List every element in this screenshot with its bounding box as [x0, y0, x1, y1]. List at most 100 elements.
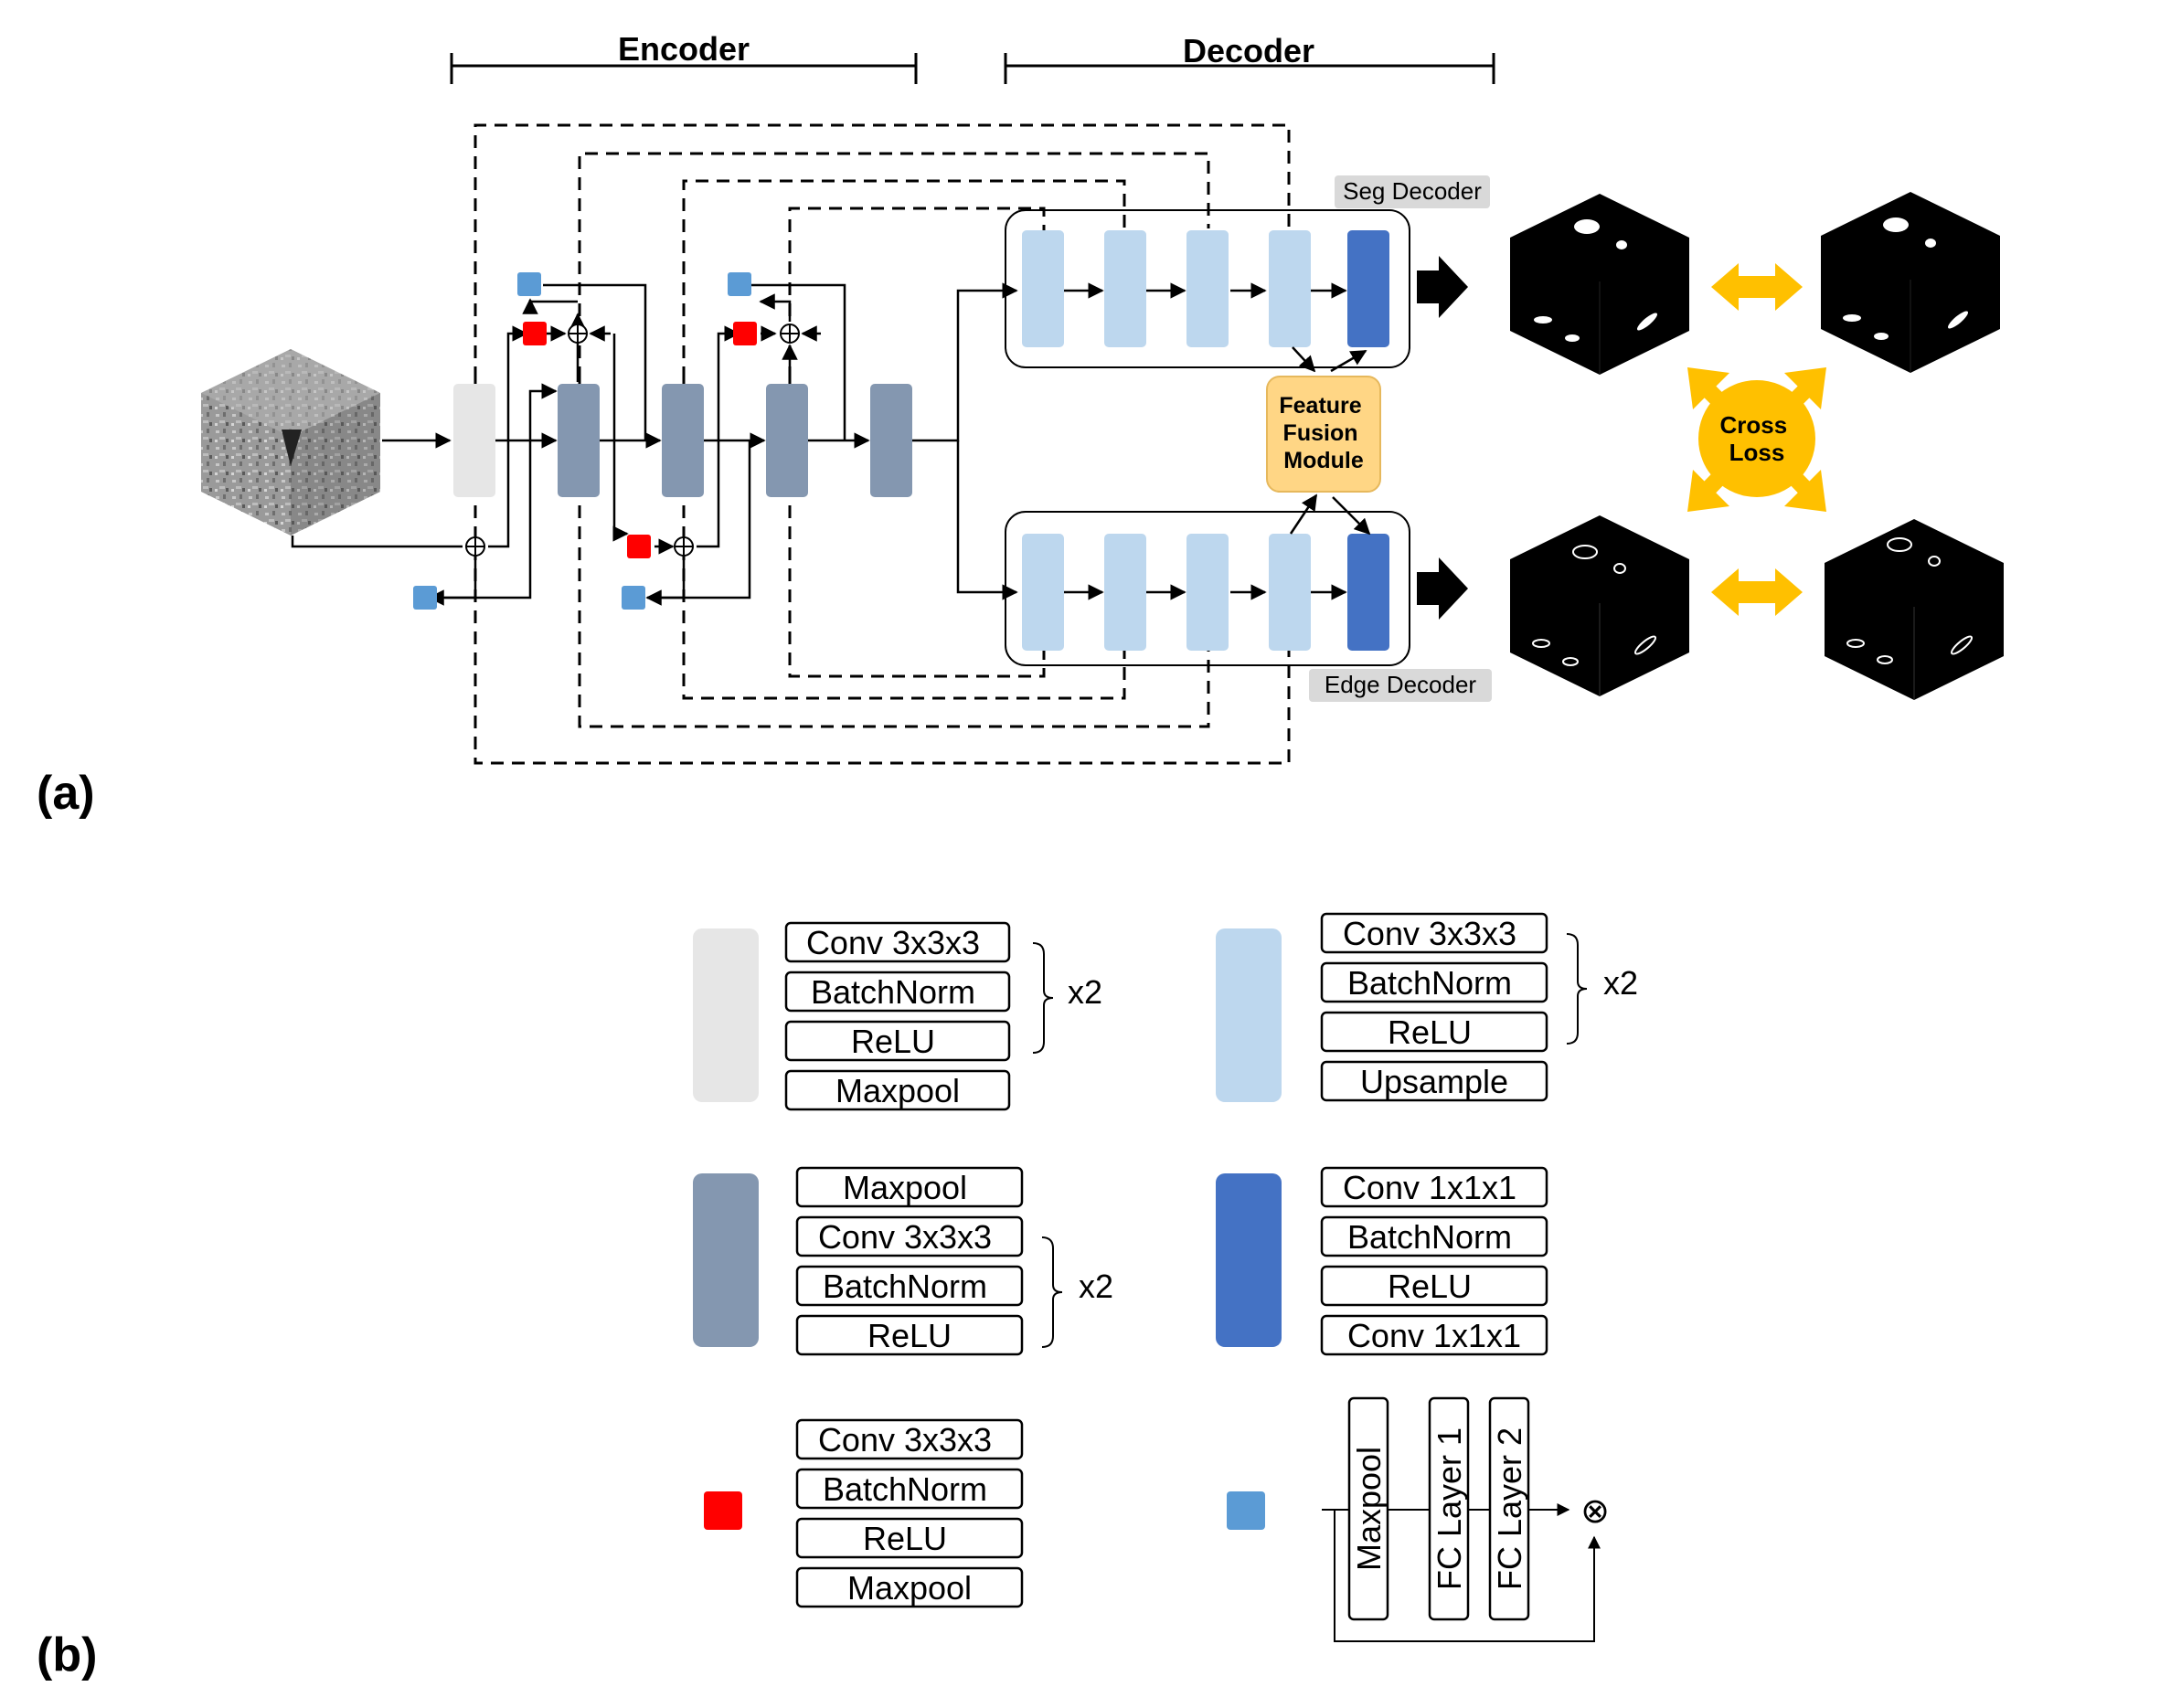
- edge-ground-truth-cube: [1825, 519, 2004, 700]
- seg-ground-truth-cube: [1821, 192, 2000, 373]
- legend-decoder-layers: Conv 3x3x3 BatchNorm ReLU Upsample x2: [1320, 912, 1638, 1102]
- red-conv-block-2: [627, 535, 651, 558]
- legend-decoder-layer-3: ReLU: [1388, 1013, 1472, 1051]
- multiply-icon: ⊗: [1580, 1492, 1610, 1531]
- legend-input-layer-1: Conv 3x3x3: [806, 924, 980, 961]
- cross-loss-line-1: Cross: [1720, 411, 1788, 439]
- sum-node-2: [568, 324, 588, 344]
- encoder-label: Encoder: [618, 30, 750, 68]
- attention-block-3: [622, 586, 645, 610]
- sum-node-1: [465, 536, 485, 557]
- seg-decoder: Seg Decoder: [1005, 175, 1490, 368]
- decoder-label: Decoder: [1183, 32, 1314, 69]
- legend-decoder-block: [1216, 928, 1282, 1102]
- edge-decoder-block-2: [1104, 534, 1146, 651]
- legend-encoder-repeat: x2: [1079, 1268, 1113, 1305]
- red-conv-block-1: [523, 322, 547, 345]
- legend-input-layer-4: Maxpool: [835, 1072, 960, 1109]
- legend-input-block: [693, 928, 759, 1102]
- legend-input-layer-3: ReLU: [851, 1023, 935, 1060]
- fusion-line-3: Module: [1283, 448, 1364, 473]
- svg-text:Maxpool Conv 3x3x3: Maxpool Conv 3x3x3 BatchNorm ReLU: [818, 1169, 1001, 1354]
- encoder-input-block: [453, 384, 495, 497]
- part-a-label: (a): [37, 767, 95, 820]
- legend-encoder-layers: Maxpool Conv 3x3x3 BatchNorm ReLU x2: [795, 1166, 1113, 1356]
- seg-decoder-block-1: [1022, 230, 1064, 347]
- legend-output-layer-4: Conv 1x1x1: [1347, 1317, 1521, 1354]
- edge-decoder-output-block: [1347, 534, 1389, 651]
- attention-block-1: [517, 272, 541, 296]
- legend-attention-layer-1: Maxpool: [1350, 1447, 1388, 1571]
- legend: Conv 3x3x3 BatchNorm ReLU Maxpool x2 Con…: [693, 912, 1638, 1642]
- seg-decoder-block-2: [1104, 230, 1146, 347]
- encoder-block-4: [870, 384, 912, 497]
- svg-text:Conv 3x3x3 BatchNorm: Conv 3x3x3 BatchNorm ReLU Maxpool: [818, 1421, 1001, 1607]
- encoder-block-1: [558, 384, 600, 497]
- legend-red-layer-4: Maxpool: [847, 1569, 972, 1607]
- edge-decoder: Edge Decoder: [1005, 511, 1492, 702]
- edge-decoder-block-1: [1022, 534, 1064, 651]
- seg-compare-arrow: [1711, 263, 1803, 311]
- legend-attention-layers: Maxpool FC Layer 1 FC Layer 2 ⊗: [1322, 1396, 1610, 1642]
- sum-node-4: [780, 324, 800, 344]
- sum-nodes: [465, 324, 800, 557]
- legend-output-layer-3: ReLU: [1388, 1268, 1472, 1305]
- legend-input-repeat: x2: [1068, 973, 1102, 1011]
- legend-red-layer-3: ReLU: [863, 1520, 947, 1557]
- legend-decoder-layer-4: Upsample: [1360, 1063, 1508, 1100]
- encoder-block-3: [766, 384, 808, 497]
- edge-decoder-block-3: [1186, 534, 1229, 651]
- legend-decoder-repeat: x2: [1603, 964, 1638, 1002]
- part-b-label: (b): [37, 1628, 97, 1681]
- seg-prediction-cube: [1510, 194, 1689, 375]
- legend-encoder-layer-3: BatchNorm: [823, 1268, 987, 1305]
- fusion-line-2: Fusion: [1283, 420, 1358, 446]
- legend-decoder-layer-1: Conv 3x3x3: [1343, 915, 1516, 952]
- sum-node-3: [674, 536, 694, 557]
- edge-prediction-cube: [1510, 515, 1689, 696]
- cross-loss-node: Cross Loss: [1687, 367, 1826, 512]
- legend-red-layer-1: Conv 3x3x3: [818, 1421, 992, 1459]
- cross-loss-line-2: Loss: [1729, 439, 1785, 466]
- edge-decoder-block-4: [1269, 534, 1311, 651]
- seg-decoder-block-4: [1269, 230, 1311, 347]
- legend-output-block: [1216, 1173, 1282, 1347]
- svg-text:Feature Fusion Mod: Feature Fusion Module: [1279, 393, 1367, 473]
- legend-red-block: [704, 1491, 742, 1530]
- edge-compare-arrow: [1711, 568, 1803, 616]
- input-volume-cube: [201, 349, 380, 536]
- legend-attention-block: [1227, 1491, 1265, 1530]
- legend-decoder-layer-2: BatchNorm: [1347, 964, 1512, 1002]
- encoder-header: Encoder: [450, 30, 918, 84]
- forward-path: [291, 282, 1018, 606]
- seg-decoder-output-block: [1347, 230, 1389, 347]
- legend-output-layers: Conv 1x1x1 BatchNorm ReLU Conv 1x1x1: [1320, 1166, 1548, 1356]
- svg-text:Cross Loss: Cross Loss: [1720, 411, 1794, 466]
- feature-fusion-module: Feature Fusion Module: [1266, 346, 1381, 536]
- legend-input-layers: Conv 3x3x3 BatchNorm ReLU Maxpool x2: [784, 921, 1102, 1111]
- svg-text:Conv 3x3x3 BatchNorm: Conv 3x3x3 BatchNorm ReLU Maxpool: [806, 924, 989, 1109]
- legend-encoder-layer-2: Conv 3x3x3: [818, 1218, 992, 1256]
- fusion-line-1: Feature: [1279, 393, 1361, 419]
- encoder-block-2: [662, 384, 704, 497]
- edge-output-arrow: [1417, 557, 1468, 620]
- legend-encoder-block: [693, 1173, 759, 1347]
- red-conv-block-3: [733, 322, 757, 345]
- seg-decoder-block-3: [1186, 230, 1229, 347]
- legend-red-layers: Conv 3x3x3 BatchNorm ReLU Maxpool: [795, 1418, 1024, 1608]
- legend-attention-layer-2: FC Layer 1: [1431, 1427, 1468, 1590]
- svg-text:Conv 1x1x1 BatchNorm: Conv 1x1x1 BatchNorm ReLU Conv 1x1x1: [1343, 1169, 1526, 1354]
- svg-text:Conv 3x3x3 BatchNorm: Conv 3x3x3 BatchNorm ReLU Upsample: [1343, 915, 1526, 1100]
- legend-attention-layer-3: FC Layer 2: [1491, 1427, 1528, 1590]
- seg-output-arrow: [1417, 256, 1468, 318]
- legend-output-layer-1: Conv 1x1x1: [1343, 1169, 1516, 1206]
- legend-red-layer-2: BatchNorm: [823, 1470, 987, 1508]
- legend-encoder-layer-1: Maxpool: [843, 1169, 967, 1206]
- legend-output-layer-2: BatchNorm: [1347, 1218, 1512, 1256]
- edge-decoder-label: Edge Decoder: [1325, 671, 1477, 698]
- decoder-header: Decoder: [1004, 32, 1495, 84]
- legend-encoder-layer-4: ReLU: [867, 1317, 952, 1354]
- attention-block-4: [728, 272, 751, 296]
- attention-block-2: [413, 586, 437, 610]
